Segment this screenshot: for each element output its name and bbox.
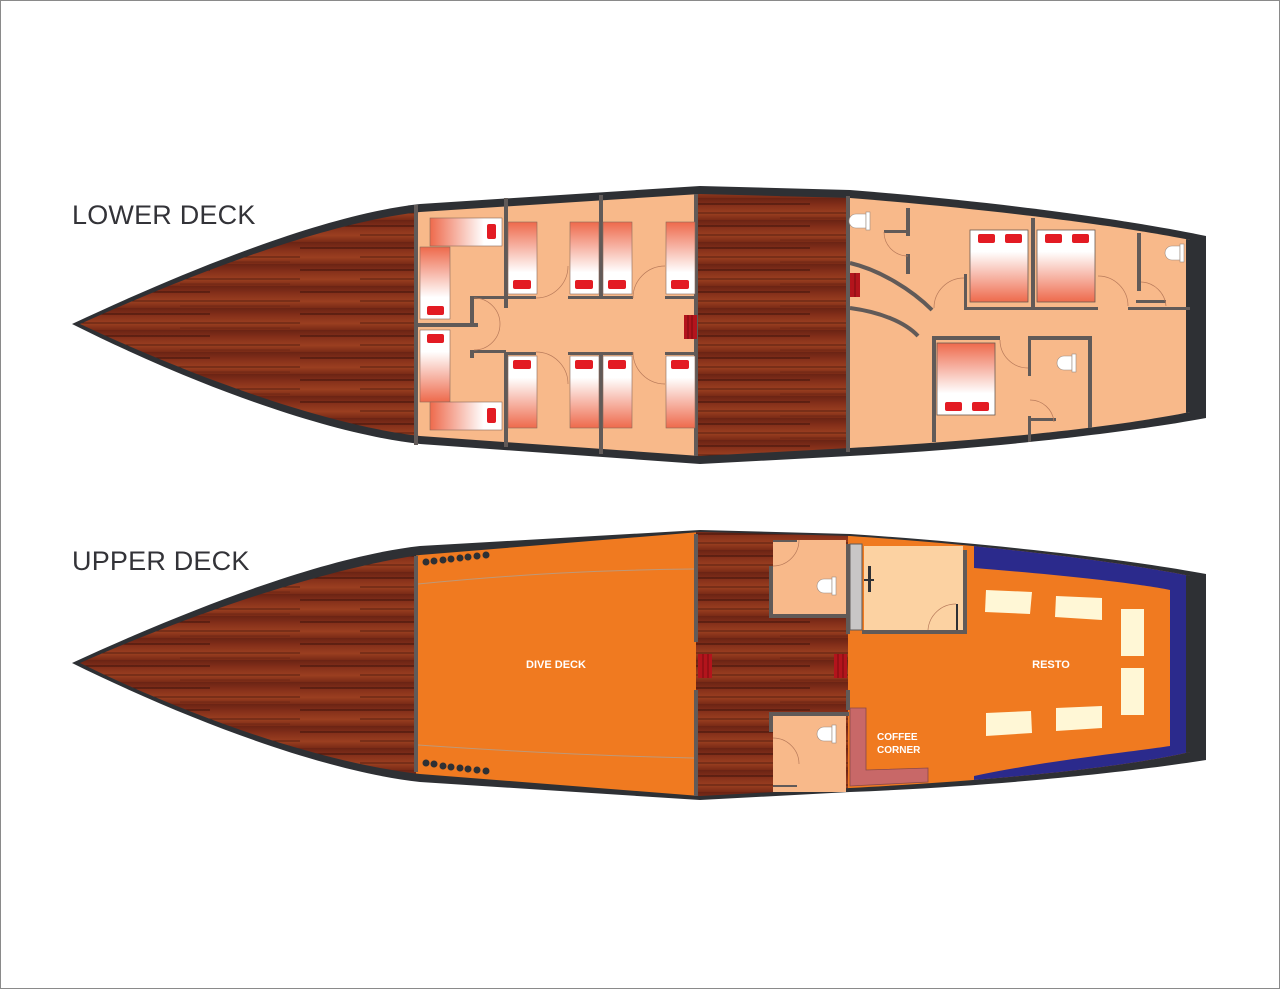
upper-walls bbox=[414, 534, 967, 796]
coffee-corner-label-line1: COFFEE bbox=[877, 732, 918, 743]
upper-deck: DIVE DECK RESTO COFFEE CORNER bbox=[72, 530, 1206, 800]
upper-door-leaves bbox=[773, 540, 797, 787]
dive-deck-floor bbox=[416, 532, 696, 796]
coffee-corner-counter bbox=[849, 707, 929, 787]
resto-label: RESTO bbox=[1032, 659, 1070, 671]
lower-aft-walls bbox=[846, 196, 1190, 452]
galley-room bbox=[864, 546, 963, 630]
lower-deck-title: LOWER DECK bbox=[72, 200, 256, 230]
lower-forward-bunks bbox=[419, 217, 696, 431]
upper-toilet-icons bbox=[816, 576, 837, 744]
lower-toilet-icons bbox=[848, 211, 1185, 373]
dive-deck-label: DIVE DECK bbox=[526, 659, 586, 671]
dive-deck-guide-lines bbox=[417, 568, 695, 759]
lower-forward-stairs bbox=[684, 315, 697, 339]
coffee-corner-label-line2: CORNER bbox=[877, 745, 921, 756]
resto-cushions bbox=[985, 590, 1144, 736]
lower-aft-curved-walls bbox=[849, 261, 934, 338]
lower-double-beds bbox=[936, 229, 1096, 416]
lower-mid-wood-deck bbox=[698, 194, 848, 456]
galley-wall-strip bbox=[849, 543, 863, 631]
lower-forward-door-swings bbox=[473, 265, 666, 385]
lower-deck bbox=[72, 186, 1206, 464]
upper-door-swings bbox=[772, 539, 957, 765]
upper-deck-title: UPPER DECK bbox=[72, 546, 250, 576]
lower-aft-stairs bbox=[850, 273, 860, 297]
upper-stairs bbox=[698, 654, 847, 678]
lower-aft-door-swings bbox=[883, 231, 1167, 423]
dive-tank-rows bbox=[422, 551, 490, 775]
